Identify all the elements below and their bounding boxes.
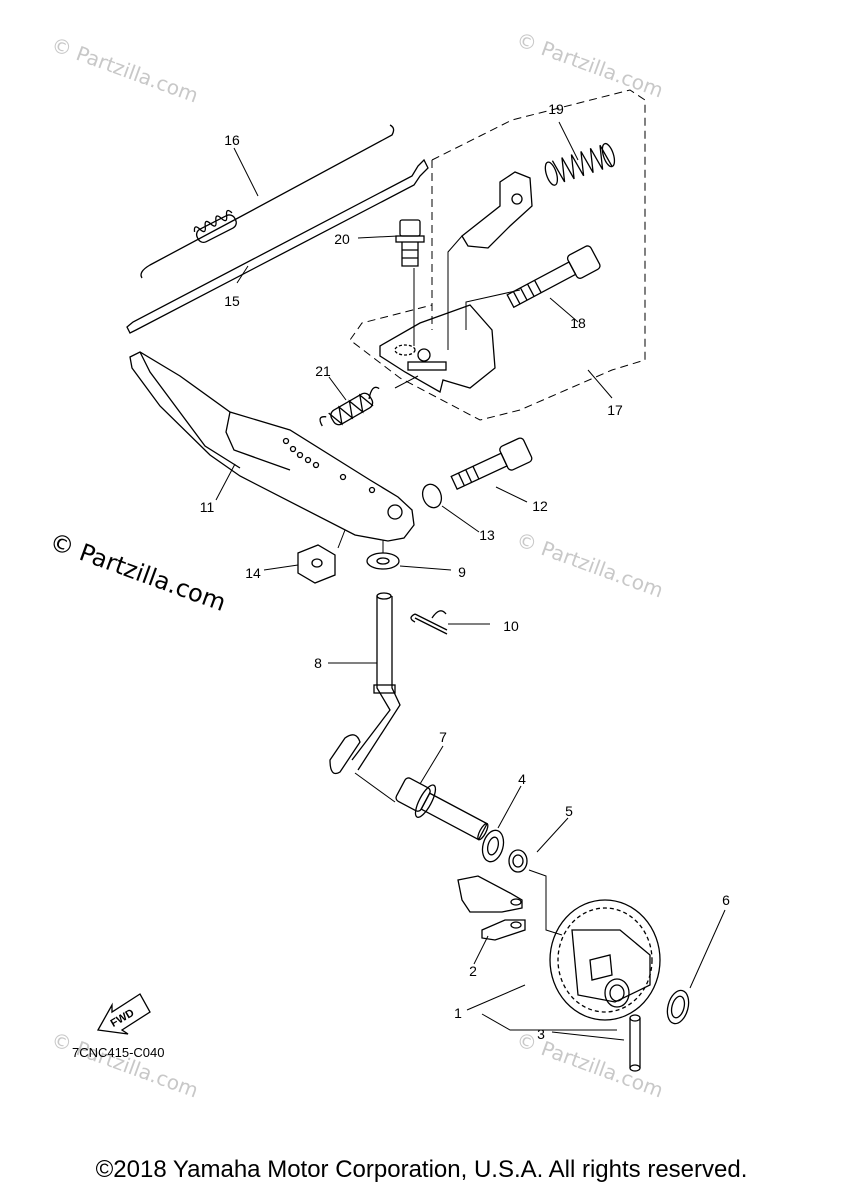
callout-10: 10 (503, 618, 519, 634)
watermark-top-left: © Partzilla.com (48, 32, 201, 107)
callout-9: 9 (458, 564, 466, 580)
watermark-bottom-left: © Partzilla.com (48, 1027, 201, 1102)
part-18-bolt (506, 245, 601, 309)
callout-7: 7 (439, 729, 447, 745)
part-14-nut (297, 544, 336, 584)
callout-15: 15 (224, 293, 240, 309)
part-4-washer (481, 829, 505, 863)
part-16-spring-rod (140, 124, 395, 279)
part-3-pin (629, 1014, 641, 1072)
fwd-arrow-icon: FWD (96, 993, 151, 1035)
callout-4: 4 (518, 771, 526, 787)
callout-20: 20 (334, 231, 350, 247)
watermark-top-right: © Partzilla.com (513, 27, 666, 102)
part-7-pin (395, 777, 489, 841)
part-6-washer (666, 989, 690, 1025)
part-12-bolt (450, 437, 533, 491)
callout-6: 6 (722, 892, 730, 908)
callout-3: 3 (537, 1026, 545, 1042)
callout-12: 12 (532, 498, 548, 514)
leader-lines (215, 121, 726, 1041)
callout-1: 1 (454, 1005, 462, 1021)
callout-21: 21 (315, 363, 331, 379)
watermark-large: © Partzilla.com (46, 527, 230, 617)
part-1-gear (549, 899, 661, 1021)
callout-8: 8 (314, 655, 322, 671)
part-5-collar (508, 849, 528, 873)
callout-17: 17 (607, 402, 623, 418)
callout-14: 14 (245, 565, 261, 581)
fwd-label: FWD (109, 1007, 137, 1030)
part-19-clip-plate (461, 171, 533, 249)
callout-13: 13 (479, 527, 495, 543)
part-21-spring (319, 386, 380, 427)
part-10-clip (410, 610, 448, 635)
callouts: 16 15 19 20 18 17 21 11 12 13 14 9 10 8 … (200, 101, 730, 1042)
part-13-washer (421, 483, 443, 509)
callout-2: 2 (469, 963, 477, 979)
part-19-spring (544, 142, 616, 186)
part-20-bolt (395, 219, 425, 267)
part-11-lever-arm (129, 351, 415, 542)
part-2-weights (457, 875, 526, 941)
part-8-shaft (329, 592, 401, 775)
watermark-mid-right: © Partzilla.com (513, 527, 666, 602)
callout-11: 11 (200, 499, 215, 515)
assembly-lines (337, 235, 563, 936)
diagram-code: 7CNC415-C040 (72, 1045, 165, 1060)
part-17-bracket (379, 304, 496, 393)
part-15-link-rod (126, 158, 429, 334)
part-17-bracket-outline (349, 89, 646, 421)
callout-16: 16 (224, 132, 240, 148)
callout-18: 18 (570, 315, 586, 331)
part-9-washer (366, 552, 400, 570)
callout-5: 5 (565, 803, 573, 819)
callout-19: 19 (548, 101, 564, 117)
copyright-notice: ©2018 Yamaha Motor Corporation, U.S.A. A… (95, 1156, 748, 1183)
